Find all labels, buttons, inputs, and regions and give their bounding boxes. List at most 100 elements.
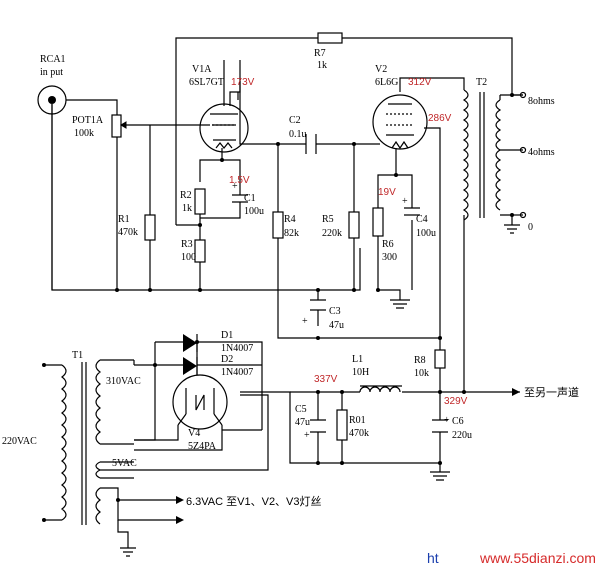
wires [44, 37, 523, 548]
label-c1: C1 [244, 193, 256, 204]
plus-sign: + [302, 316, 308, 327]
label-t1-hv: 310VAC [106, 376, 141, 387]
label-r3-val: 100 [181, 252, 196, 263]
label-r01-val: 470k [349, 428, 369, 439]
label-tap-8: 8ohms [528, 96, 555, 107]
resistor-r2-icon [194, 188, 206, 215]
label-r2-val: 1k [182, 203, 192, 214]
label-r7-val: 1k [317, 60, 327, 71]
watermark-left: ht [427, 550, 439, 566]
label-c4: C4 [416, 214, 428, 225]
plus-sign: + [402, 196, 408, 207]
label-l1: L1 [352, 354, 363, 365]
label-c2-val: 0.1u [289, 129, 307, 140]
label-v4: V4 [188, 428, 200, 439]
heater-arrow-icon [150, 496, 184, 524]
output-transformer-icon [462, 89, 527, 234]
capacitor-c4-icon [404, 207, 420, 216]
label-r4-val: 82k [284, 228, 299, 239]
label-v2: V2 [375, 64, 387, 75]
label-v2-type: 6L6G [375, 77, 398, 88]
label-d1: D1 [221, 330, 233, 341]
label-b-volt: 337V [314, 374, 338, 385]
label-t1-5v: 5VAC [112, 458, 137, 469]
label-c6-val: 220u [452, 430, 472, 441]
label-r01: R01 [349, 415, 366, 426]
resistor-r3-icon [194, 239, 206, 263]
label-out: 至另一声道 [524, 385, 579, 399]
pot-symbol-icon [111, 114, 138, 138]
label-r1: R1 [118, 214, 130, 225]
label-v2-screen-volt: 286V [428, 113, 452, 124]
junction-dots [115, 93, 514, 502]
label-cathode-volt: 1.5V [229, 175, 250, 186]
resistor-r4-icon [272, 211, 284, 239]
resistor-r1-icon [144, 214, 156, 241]
plus-sign: + [232, 181, 238, 192]
ground-icon [390, 299, 410, 309]
label-rca1: RCA1 [40, 54, 66, 65]
label-r8: R8 [414, 355, 426, 366]
label-c6: C6 [452, 416, 464, 427]
capacitor-c5-icon [310, 419, 326, 433]
tube-v1a-icon [199, 103, 249, 153]
label-d1-val: 1N4007 [221, 343, 253, 354]
label-d2: D2 [221, 354, 233, 365]
ground-icon [430, 471, 450, 481]
capacitor-c2-icon [305, 134, 317, 154]
label-r6: R6 [382, 239, 394, 250]
label-out-volt: 329V [444, 396, 468, 407]
label-v1a-volt: 173V [231, 77, 255, 88]
rectifier-tube-v4-icon [172, 374, 228, 430]
label-v2-volt: 312V [408, 77, 432, 88]
label-c1-val: 100u [244, 206, 264, 217]
plus-sign: + [304, 430, 310, 441]
diode-d2-icon [183, 357, 198, 375]
label-tap-4: 4ohms [528, 147, 555, 158]
label-r4: R4 [284, 214, 296, 225]
label-tap-0: 0 [528, 222, 533, 233]
label-r8-val: 10k [414, 368, 429, 379]
label-c3-val: 47u [329, 320, 344, 331]
resistor-r5-icon [348, 211, 360, 239]
label-r7: R7 [314, 48, 326, 59]
label-r3: R3 [181, 239, 193, 250]
resistor-r01-icon [336, 409, 348, 441]
power-transformer-icon [42, 359, 136, 557]
label-v2-cathode-volt: 19V [378, 187, 396, 198]
capacitor-c1-icon [232, 190, 248, 208]
inductor-l1-icon [359, 385, 402, 393]
label-t1-primary: 220VAC [2, 436, 37, 447]
label-r5-val: 220k [322, 228, 342, 239]
resistor-r8-icon [434, 349, 446, 369]
label-r1-val: 470k [118, 227, 138, 238]
label-heater: 6.3VAC 至V1、V2、V3灯丝 [186, 495, 322, 508]
label-t2: T2 [476, 77, 487, 88]
label-c5-val: 47u [295, 417, 310, 428]
label-r5: R5 [322, 214, 334, 225]
label-v1a-type: 6SL7GT [189, 77, 224, 88]
capacitor-c6-icon [432, 419, 448, 433]
label-v4-type: 5Z4PA [188, 441, 217, 452]
resistor-r6-icon [372, 207, 384, 237]
label-t1: T1 [72, 350, 83, 361]
label-r2: R2 [180, 190, 192, 201]
plus-sign: + [444, 415, 450, 426]
label-c2: C2 [289, 115, 301, 126]
label-c5: C5 [295, 404, 307, 415]
label-d2-val: 1N4007 [221, 367, 253, 378]
label-l1-val: 10H [352, 367, 369, 378]
resistor-r7-icon [317, 32, 343, 44]
label-r6-val: 300 [382, 252, 397, 263]
label-pot1a-val: 100k [74, 128, 94, 139]
label-pot1a: POT1A [72, 115, 104, 126]
label-c4-val: 100u [416, 228, 436, 239]
diode-d1-icon [183, 334, 198, 352]
arrow-right-icon [512, 388, 520, 396]
label-c3: C3 [329, 306, 341, 317]
rca-jack-icon [37, 85, 67, 115]
watermark-right: www.55dianzi.com [479, 550, 596, 566]
tube-v2-icon [372, 94, 428, 150]
capacitor-c3-icon [310, 299, 326, 311]
